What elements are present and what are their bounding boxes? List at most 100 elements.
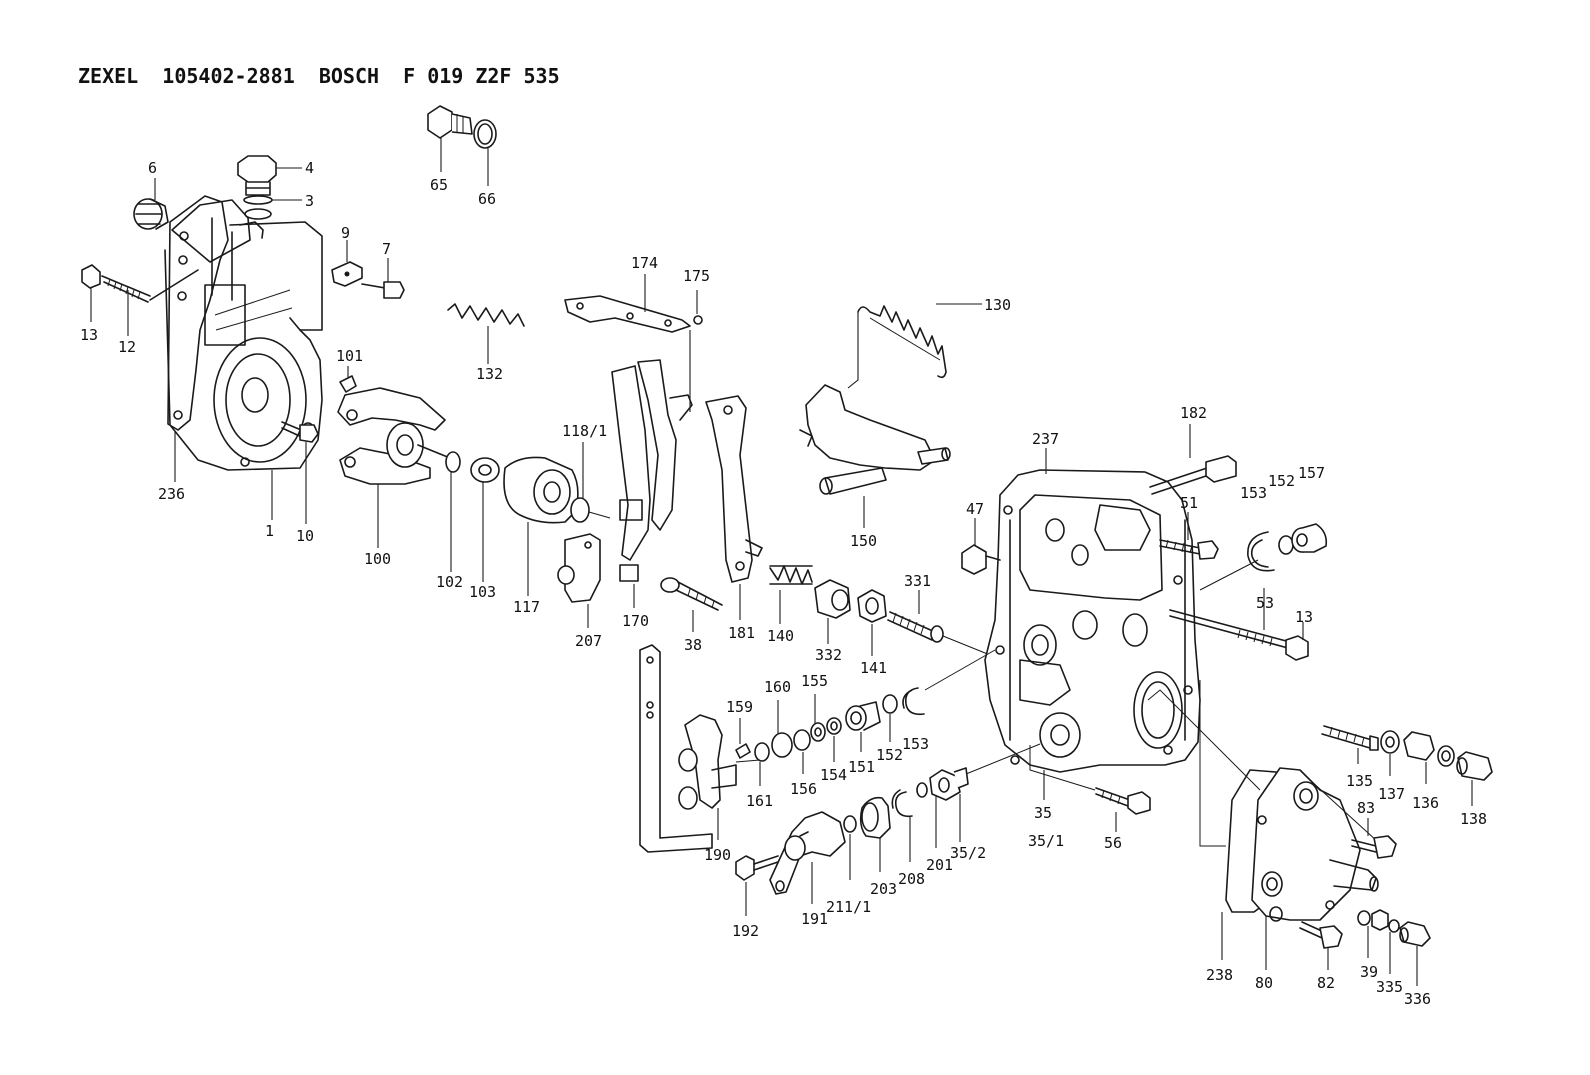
callout-192: 192 [732, 922, 759, 940]
sleeve-117 [503, 456, 579, 524]
callout-154: 154 [820, 766, 847, 784]
callout-56: 56 [1104, 834, 1122, 852]
callout-175: 175 [683, 267, 710, 285]
circlip-153 [1247, 531, 1275, 572]
callout-181: 181 [728, 624, 755, 642]
plug-bolt-4 [237, 155, 277, 220]
callout-236: 236 [158, 485, 185, 503]
ring-152 [1278, 535, 1294, 555]
callout-10: 10 [296, 527, 314, 545]
callout-156: 156 [790, 780, 817, 798]
screw-182 [1149, 455, 1237, 495]
spring-132 [447, 303, 525, 327]
flange-80 [1147, 689, 1379, 922]
washer-118-1 [570, 497, 590, 523]
callout-161: 161 [746, 792, 773, 810]
callout-159: 159 [726, 698, 753, 716]
screw-331 [887, 611, 991, 656]
callout-138: 138 [1460, 810, 1487, 828]
callout-6: 6 [148, 159, 157, 177]
callout-160: 160 [764, 678, 791, 696]
washer-211-1 [843, 815, 857, 833]
callout-7: 7 [382, 240, 391, 258]
callout-35-1: 35/1 [1028, 832, 1064, 850]
ring-152-lower [882, 694, 898, 714]
callout-82: 82 [1317, 974, 1335, 992]
callout-35: 35 [1034, 804, 1052, 822]
callout-332: 332 [815, 646, 842, 664]
lever-170 [611, 359, 693, 582]
fitting-35-2 [929, 743, 1041, 801]
callout-13-right: 13 [1295, 608, 1313, 626]
callout-135: 135 [1346, 772, 1373, 790]
washer-39 [1357, 910, 1371, 926]
washer-102 [445, 451, 461, 473]
ring-160 [771, 732, 793, 758]
callout-190: 190 [704, 846, 731, 864]
nut-141 [857, 589, 887, 623]
callout-3: 3 [305, 192, 314, 210]
callout-35-2: 35/2 [950, 844, 986, 862]
leader-lines [90, 138, 1473, 986]
leader-35 [1029, 745, 1096, 791]
callout-103: 103 [469, 583, 496, 601]
screw-82 [1299, 921, 1343, 949]
gasket [167, 195, 229, 431]
nut-335 [1371, 909, 1400, 933]
lever-181 [705, 395, 763, 583]
stud-53 [1169, 609, 1309, 661]
callout-118-1: 118/1 [562, 422, 607, 440]
callout-157: 157 [1298, 464, 1325, 482]
ring-155 [810, 722, 826, 742]
screw-12 [81, 264, 151, 303]
callout-101: 101 [336, 347, 363, 365]
block-207 [557, 533, 601, 603]
flyweight-assembly [337, 387, 451, 485]
callout-53: 53 [1256, 594, 1274, 612]
callout-155: 155 [801, 672, 828, 690]
callout-331: 331 [904, 572, 931, 590]
callout-102: 102 [436, 573, 463, 591]
diagram-title: ZEXEL 105402-2881 BOSCH F 019 Z2F 535 [78, 64, 560, 88]
spring-130 [847, 303, 982, 389]
callout-211-1: 211/1 [826, 898, 871, 916]
plug-6 [133, 198, 169, 230]
callout-136: 136 [1412, 794, 1439, 812]
callout-12: 12 [118, 338, 136, 356]
callout-65: 65 [430, 176, 448, 194]
callout-182: 182 [1180, 404, 1207, 422]
callout-39: 39 [1360, 963, 1378, 981]
callout-9: 9 [341, 224, 350, 242]
callout-203: 203 [870, 880, 897, 898]
washer-156 [793, 729, 811, 751]
screw-47 [961, 544, 1001, 575]
housing-cover-237 [984, 469, 1201, 773]
callout-130: 130 [984, 296, 1011, 314]
valve-135 [1321, 725, 1379, 751]
lever-shaft-150 [799, 384, 951, 495]
circlip-153-lower [902, 687, 925, 716]
callout-80: 80 [1255, 974, 1273, 992]
screw-192 [735, 855, 779, 881]
callout-141: 141 [860, 659, 887, 677]
bolt-56 [1095, 787, 1151, 815]
callout-150: 150 [850, 532, 877, 550]
callout-140: 140 [767, 627, 794, 645]
lever-plate-174 [564, 295, 703, 333]
plug-157 [1291, 523, 1328, 553]
callout-201: 201 [926, 856, 953, 874]
callout-100: 100 [364, 550, 391, 568]
nut-332 [814, 579, 851, 619]
key-159 [735, 743, 751, 759]
sleeve-103 [470, 457, 500, 483]
nut-136 [1403, 731, 1455, 767]
woodruff-key-101 [339, 375, 357, 393]
callout-4: 4 [305, 159, 314, 177]
piston-203 [859, 796, 891, 839]
cap-336 [1399, 921, 1431, 947]
callout-137: 137 [1378, 785, 1405, 803]
screw-51 [1159, 539, 1219, 560]
callout-117: 117 [513, 598, 540, 616]
callout-132: 132 [476, 365, 503, 383]
